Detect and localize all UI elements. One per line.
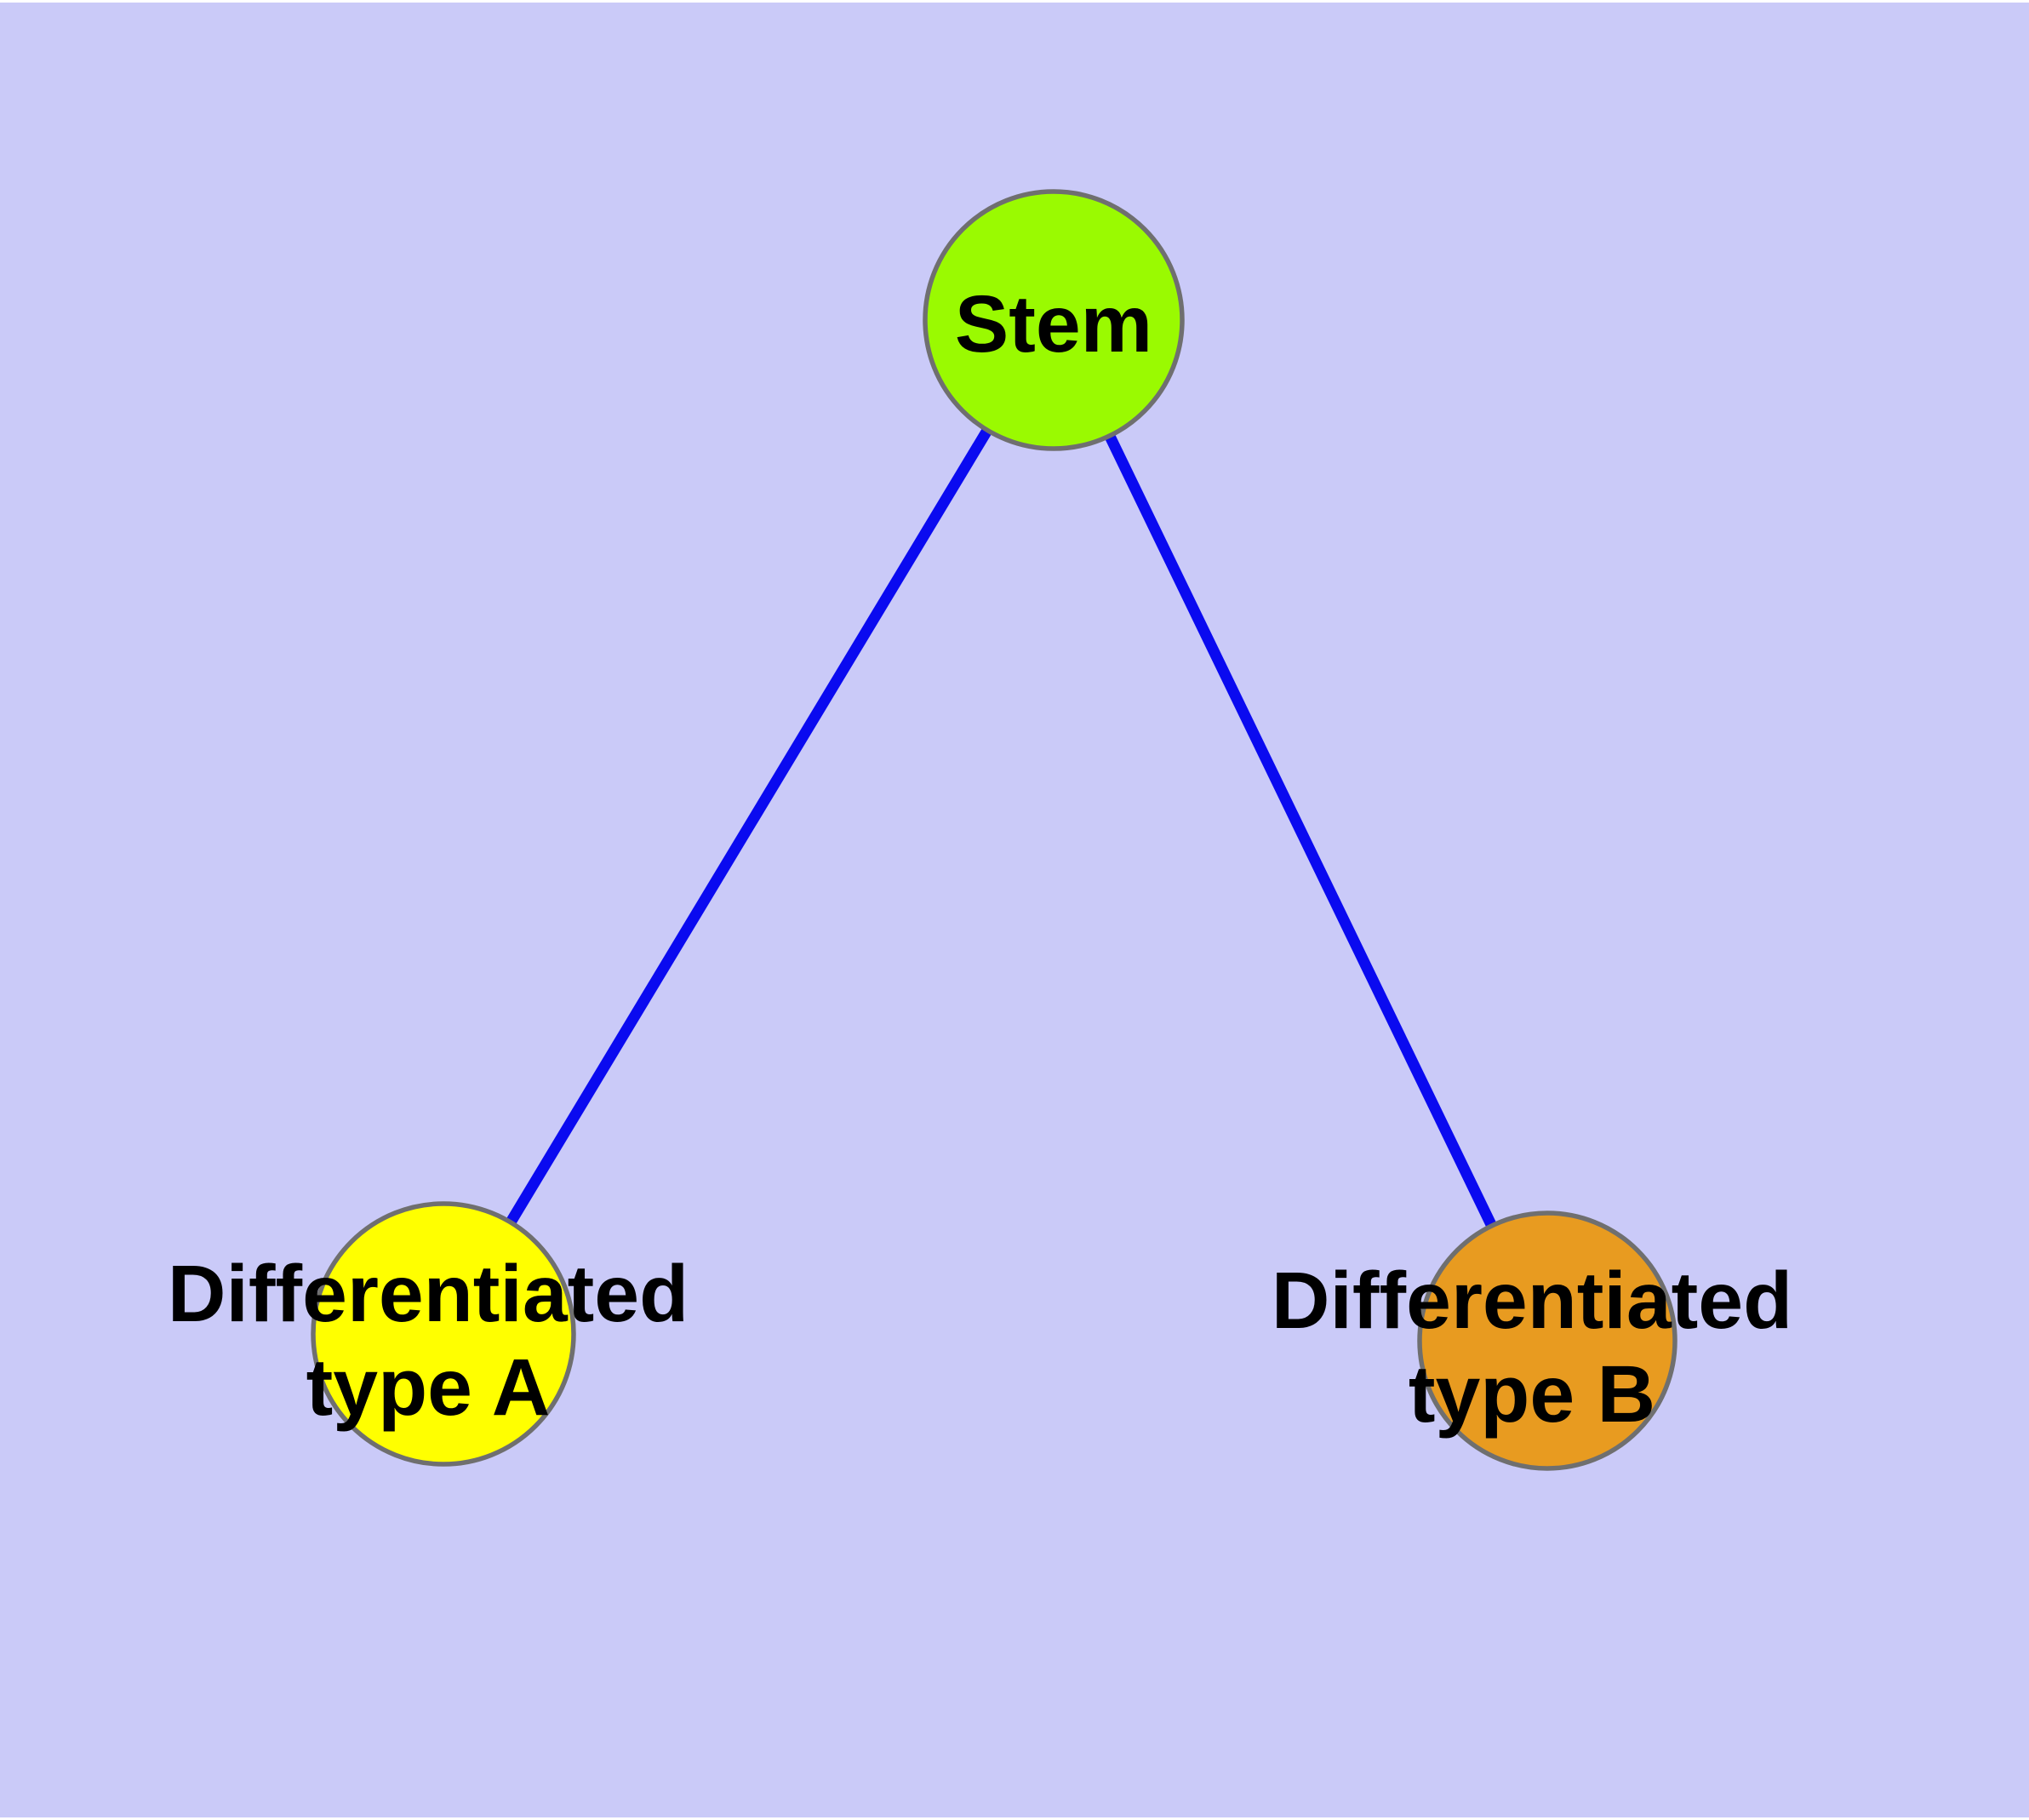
edge-stem-to-type-a <box>438 317 1059 1337</box>
type-a-label-line-1: Differentiated <box>168 1249 689 1339</box>
type-a-label-line-2: type A <box>306 1342 551 1433</box>
type-b-label-line-1: Differentiated <box>1272 1256 1792 1346</box>
stem-node-circle <box>923 189 1185 451</box>
type-b-label-line-2: type B <box>1409 1349 1655 1439</box>
stem-node-label: Stem <box>955 279 1152 369</box>
type-a-node-circle <box>311 1201 576 1467</box>
type-b-node-circle <box>1417 1210 1677 1471</box>
cell-differentiation-diagram: Stem Differentiated type A Differentiate… <box>0 3 2029 1817</box>
edge-stem-to-type-b <box>1049 318 1552 1343</box>
